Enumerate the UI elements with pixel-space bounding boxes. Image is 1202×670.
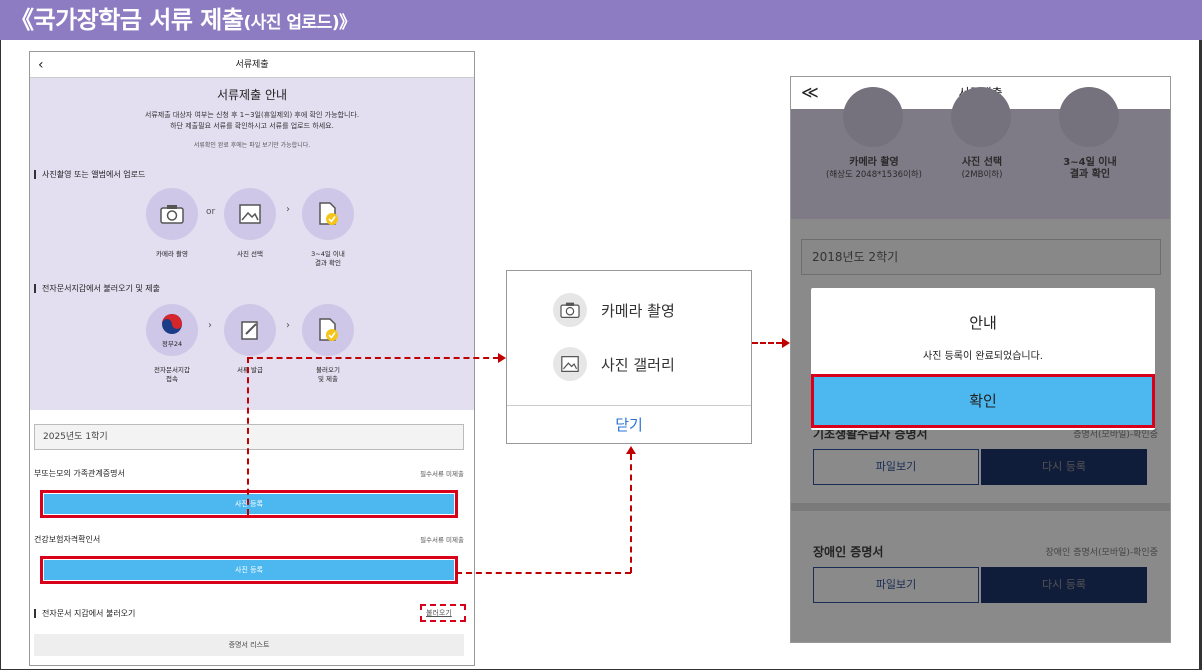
title-main: 《국가장학금 서류 제출 — [10, 6, 244, 34]
right-camera-title: 카메라 촬영 — [849, 157, 899, 168]
doc-row-insurance: 건강보험자격확인서 필수서류 미제출 — [34, 534, 464, 545]
load-label-line2: 및 제출 — [317, 375, 338, 383]
right-photo-sub: (2MB이하) — [961, 170, 1003, 180]
or-text: or — [206, 207, 216, 217]
right-doc2-status: 장애인 증명서(모바일)-확인중 — [1045, 548, 1159, 558]
camera-icon — [553, 293, 587, 327]
document-check-icon — [302, 304, 354, 356]
popup-camera-label: 카메라 촬영 — [601, 301, 675, 320]
dialog-confirm-button[interactable]: 확인 — [813, 376, 1153, 426]
photo-icon — [224, 188, 276, 240]
dialog-title: 안내 — [969, 314, 997, 332]
section-wallet: 전자문서지갑에서 불러오기 및 제출 — [34, 284, 160, 293]
connector-line — [456, 572, 631, 574]
photo-label: 사진 선택 — [237, 250, 263, 258]
left-header-title: 서류제출 — [235, 60, 269, 70]
popup-gallery-label: 사진 갤러리 — [601, 355, 675, 374]
upload-option-popup: 카메라 촬영 사진 갤러리 닫기 — [506, 270, 752, 444]
document-check-icon — [1059, 87, 1119, 147]
result-label-line1: 3~4일 이내 — [311, 250, 345, 258]
popup-gallery-option[interactable]: 사진 갤러리 — [553, 347, 675, 381]
upload-photo-button-1[interactable]: 사진 등록 — [44, 494, 454, 514]
popup-close-button[interactable]: 닫기 — [507, 405, 751, 444]
right-photo-info: 사진 선택 (2MB이하) — [927, 157, 1037, 181]
cert-list-button[interactable]: 증명서 리스트 — [34, 634, 464, 656]
re-register-button[interactable]: 다시 등록 — [981, 449, 1147, 485]
gov24-logo-icon: 정부24 — [146, 304, 198, 356]
chevron-right-icon: › — [286, 204, 290, 215]
doc-family-name: 부또는모의 가족관계증명서 — [34, 469, 125, 478]
popup-camera-option[interactable]: 카메라 촬영 — [553, 293, 675, 327]
right-phone-screen: ≪ 서류제출 카메라 촬영 (해상도 2048*1536이하) 사진 선택 (2… — [790, 76, 1171, 643]
issue-label: 서류 발급 — [237, 366, 263, 374]
left-header: ‹ 서류제출 — [30, 52, 474, 78]
info-panel: 서류제출 안내 서류제출 대상자 여부는 신청 후 1~3일(휴일제외) 후에 … — [30, 78, 474, 410]
right-document-list: 2018년도 2학기 기초생활수급자 증명서 증명서(모바일)-확인중 파일보기… — [791, 219, 1170, 642]
completion-dialog: 안내 사진 등록이 완료되었습니다. 확인 — [811, 288, 1155, 430]
connector-line — [630, 454, 632, 573]
connector-line — [247, 357, 249, 515]
wallet-label: 전자문서지갑 접속 — [137, 366, 207, 384]
info-title: 서류제출 안내 — [216, 88, 288, 102]
load-link[interactable]: 불러오기 — [426, 609, 452, 617]
document-check-icon — [302, 188, 354, 240]
section-wallet-load: 전자문서 지갑에서 불러오기 — [34, 609, 135, 618]
gallery-icon — [553, 347, 587, 381]
doc-insurance-name: 건강보험자격확인서 — [34, 535, 101, 544]
info-desc: 서류제출 대상자 여부는 신청 후 1~3일(휴일제외) 후에 확인 가능합니다… — [30, 110, 474, 132]
wallet-label-line2: 접속 — [166, 375, 178, 383]
issue-document-icon — [224, 304, 276, 356]
section-photo-upload: 사진촬영 또는 앨범에서 업로드 — [34, 170, 145, 179]
info-desc-line2: 하단 제출필요 서류를 확인하시고 서류를 업로드 하세요. — [170, 122, 334, 130]
camera-icon — [146, 188, 198, 240]
wallet-label-line1: 전자문서지갑 — [154, 366, 190, 374]
connector-line — [752, 342, 782, 344]
highlight-box — [420, 604, 466, 622]
right-info-area: 카메라 촬영 (해상도 2048*1536이하) 사진 선택 (2MB이하) 3… — [791, 87, 1170, 219]
photo-icon — [951, 87, 1011, 147]
camera-icon — [843, 87, 903, 147]
highlight-box — [40, 490, 458, 518]
right-doc1-name: 기초생활수급자 증명서 — [813, 427, 928, 441]
highlight-box — [811, 374, 1155, 428]
info-desc-line1: 서류제출 대상자 여부는 신청 후 1~3일(휴일제외) 후에 확인 가능합니다… — [144, 111, 360, 119]
load-label: 불러오기 및 제출 — [293, 366, 363, 384]
doc-family-status: 필수서류 미제출 — [420, 470, 464, 478]
doc-insurance-status: 필수서류 미제출 — [420, 536, 464, 544]
connector-arrow — [498, 353, 506, 363]
dialog-message: 사진 등록이 완료되었습니다. — [923, 351, 1043, 362]
right-semester-select[interactable]: 2018년도 2학기 — [801, 239, 1161, 275]
gov24-text: 정부24 — [161, 339, 183, 348]
chevron-right-icon: › — [208, 320, 212, 331]
title-paren: (사진 업로드)》 — [243, 13, 356, 33]
connector-arrow — [782, 338, 790, 348]
right-camera-info: 카메라 촬영 (해상도 2048*1536이하) — [819, 157, 929, 181]
right-result-info: 3~4일 이내 결과 확인 — [1035, 157, 1145, 181]
chevron-right-icon: › — [286, 320, 290, 331]
right-doc1-status: 증명서(모바일)-확인중 — [1073, 430, 1158, 440]
section-divider — [791, 503, 1170, 511]
right-result-title2: 결과 확인 — [1069, 169, 1111, 180]
connector-arrow — [626, 446, 636, 454]
info-note: 서류확인 완료 후에는 파일 보기만 가능합니다. — [193, 142, 311, 149]
result-label: 3~4일 이내 결과 확인 — [293, 250, 363, 268]
load-label-line1: 불러오기 — [316, 366, 340, 374]
back-icon[interactable]: ‹ — [38, 57, 44, 73]
highlight-box — [40, 556, 458, 584]
file-view-button-2[interactable]: 파일보기 — [813, 567, 979, 603]
result-label-line2: 결과 확인 — [315, 259, 341, 267]
file-view-button[interactable]: 파일보기 — [813, 449, 979, 485]
double-back-icon[interactable]: ≪ — [801, 83, 819, 103]
semester-select[interactable]: 2025년도 1학기 — [34, 424, 464, 450]
re-register-button-2[interactable]: 다시 등록 — [981, 567, 1147, 603]
page-title: 《국가장학금 서류 제출(사진 업로드)》 — [0, 0, 1202, 40]
doc-row-family: 부또는모의 가족관계증명서 필수서류 미제출 — [34, 468, 464, 479]
right-doc2-name: 장애인 증명서 — [813, 545, 884, 559]
right-camera-sub: (해상도 2048*1536이하) — [826, 170, 922, 180]
right-result-title1: 3~4일 이내 — [1063, 157, 1117, 168]
camera-label: 카메라 촬영 — [156, 250, 188, 258]
connector-line — [247, 357, 499, 359]
right-photo-title: 사진 선택 — [961, 157, 1003, 168]
upload-photo-button-2[interactable]: 사진 등록 — [44, 560, 454, 580]
